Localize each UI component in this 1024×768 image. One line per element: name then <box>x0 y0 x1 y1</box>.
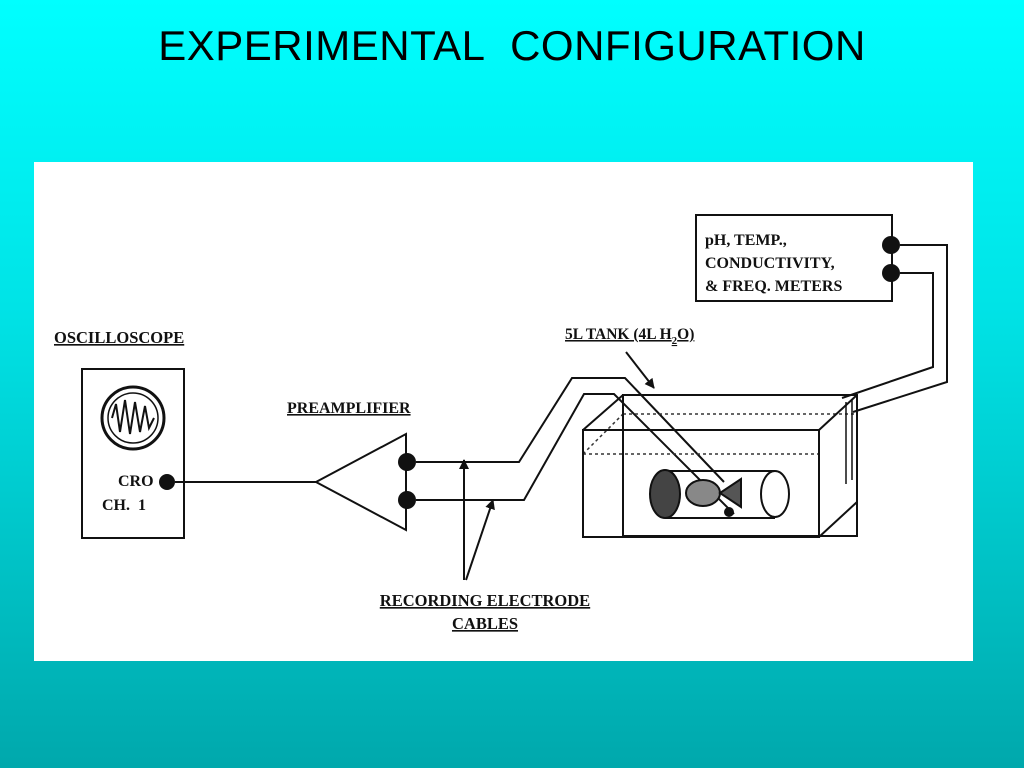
preamp-input-terminal-1 <box>398 453 416 471</box>
tank-label: 5L TANK (4L H2O) <box>565 326 694 347</box>
slide-title: EXPERIMENTAL CONFIGURATION <box>158 22 866 69</box>
fish-tube <box>649 469 790 519</box>
meter-cable-2 <box>841 272 934 399</box>
tank-edge-top-left <box>582 394 624 431</box>
oscilloscope-screen-inner <box>107 392 159 444</box>
meters-line-1: pH, TEMP., <box>705 232 787 249</box>
preamp-input-terminal-2 <box>398 491 416 509</box>
tank-edge-bottom-right <box>818 501 858 538</box>
cables-label-line-2: CABLES <box>452 614 518 633</box>
meter-cable-1 <box>852 244 948 413</box>
experimental-setup-diagram: OSCILLOSCOPE CRO CH. 1 PREAMPLIFIER 5L T… <box>54 214 948 633</box>
fish-body-icon <box>685 479 721 507</box>
oscilloscope-input-terminal <box>159 474 175 490</box>
fish-tail-icon <box>718 477 742 509</box>
meters-box-outline <box>695 214 893 302</box>
tank-edge-top-right <box>818 394 858 431</box>
electrode-cable-1 <box>416 377 725 483</box>
cable-arrow-2 <box>465 499 495 581</box>
preamplifier-label: PREAMPLIFIER <box>287 400 411 417</box>
meters-line-2: CONDUCTIVITY, <box>705 255 835 272</box>
diagram-panel: OSCILLOSCOPE CRO CH. 1 PREAMPLIFIER 5L T… <box>34 162 973 661</box>
oscilloscope-label: OSCILLOSCOPE <box>54 328 184 347</box>
meter-terminal-2 <box>882 264 900 282</box>
tank-label-main: 5L TANK (4L H <box>565 326 672 343</box>
preamplifier: PREAMPLIFIER <box>287 400 416 532</box>
cables-label-line-1: RECORDING ELECTRODE <box>380 591 590 610</box>
electrode-tip <box>724 507 734 517</box>
tank-pointer-arrow <box>625 351 655 389</box>
tank-label-subscript: 2 <box>672 335 678 347</box>
tank-label-end: O) <box>677 326 694 343</box>
tube-left-end <box>649 469 681 519</box>
meters-line-3: & FREQ. METERS <box>705 278 842 295</box>
tube-right-end <box>760 470 790 518</box>
cro-label: CRO <box>118 473 154 490</box>
amplifier-triangle <box>313 432 407 532</box>
tank-front-face <box>582 429 820 538</box>
tank: 5L TANK (4L H2O) <box>565 326 858 538</box>
meter-terminal-1 <box>882 236 900 254</box>
water-surface-left <box>582 413 624 455</box>
waveform-icon <box>111 399 155 435</box>
channel-label: CH. 1 <box>102 497 146 514</box>
meters-box: pH, TEMP., CONDUCTIVITY, & FREQ. METERS <box>695 214 900 302</box>
oscilloscope: OSCILLOSCOPE CRO CH. 1 <box>54 328 185 539</box>
